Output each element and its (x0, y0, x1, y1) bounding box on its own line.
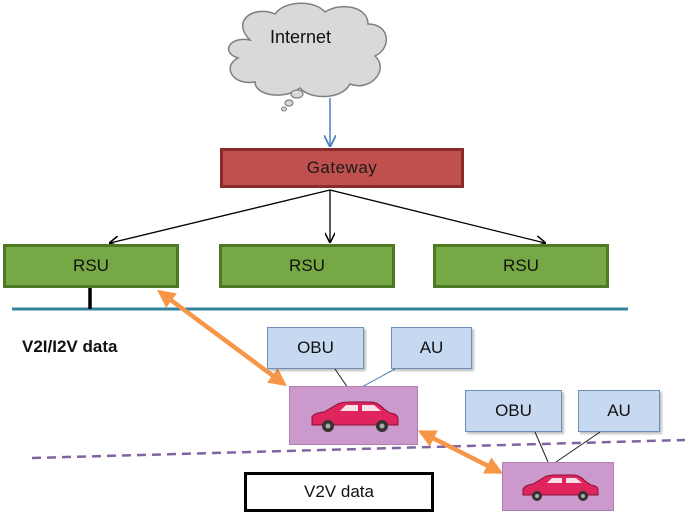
obu-box-vehicle2: OBU (465, 390, 562, 432)
au-box-vehicle1: AU (391, 327, 472, 369)
v2v-data-label: V2V data (304, 482, 374, 501)
v2i-data-label: V2I/I2V data (22, 337, 118, 356)
gateway-box: Gateway (220, 148, 464, 188)
obu-box-vehicle1: OBU (267, 327, 364, 369)
v2v-data-box: V2V data (244, 472, 434, 512)
obu-label: OBU (495, 401, 532, 420)
gateway-label: Gateway (306, 158, 378, 177)
au-label: AU (419, 338, 444, 357)
rsu-box-2: RSU (219, 244, 395, 288)
rsu-box-3: RSU (433, 244, 609, 288)
vehicle2-au-link (555, 431, 601, 463)
au-label: AU (607, 401, 631, 420)
rsu-label: RSU (503, 256, 539, 275)
car-icon (311, 401, 399, 432)
rsu-box-1: RSU (3, 244, 179, 288)
obu-label: OBU (297, 338, 334, 357)
rsu-label: RSU (289, 256, 325, 275)
au-box-vehicle2: AU (578, 390, 660, 432)
car-icon (522, 474, 599, 501)
gateway-to-rsu1-arrow (110, 189, 331, 243)
vehicle-2 (502, 462, 614, 511)
internet-cloud-icon (227, 2, 388, 112)
vehicle-1 (289, 386, 418, 445)
road-boundary-line (31, 438, 685, 460)
vehicle1-au-link (359, 368, 396, 389)
rsu-label: RSU (73, 256, 109, 275)
gateway-to-rsu3-arrow (329, 189, 545, 243)
v2v-link-arrow (417, 429, 504, 475)
v2i-link-arrow (157, 289, 287, 387)
vehicle1-obu-link (334, 368, 349, 389)
internet-label: Internet (270, 27, 332, 47)
vehicle2-obu-link (534, 431, 549, 463)
